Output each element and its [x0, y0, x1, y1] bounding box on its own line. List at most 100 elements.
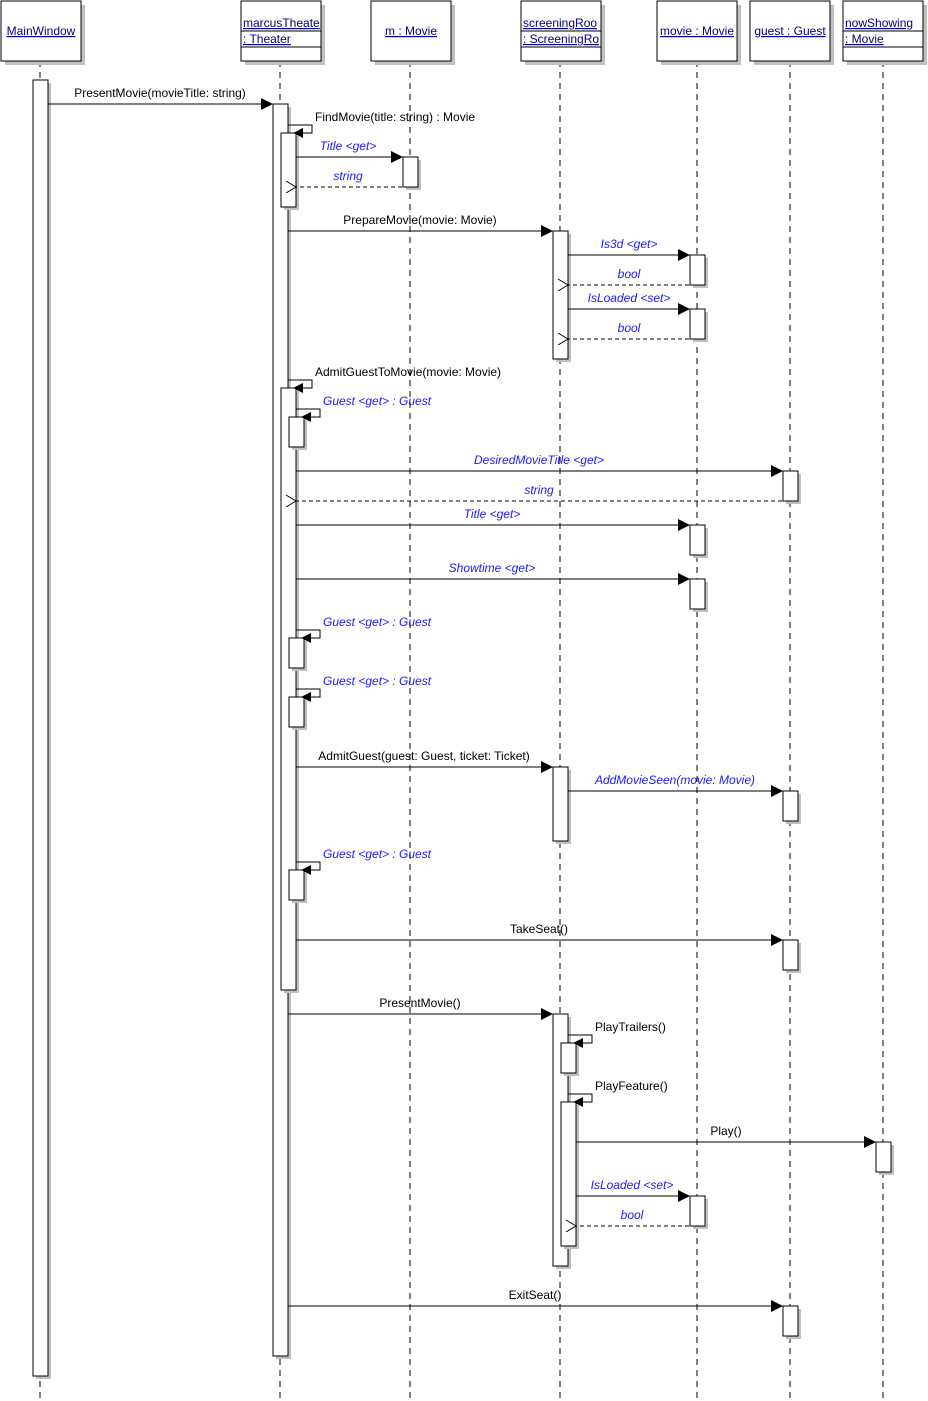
object-mainWindow[interactable]: MainWindow — [0, 0, 85, 65]
message-self[interactable]: PlayFeature() — [568, 1079, 668, 1107]
arrowhead-icon — [301, 692, 311, 702]
message-label: AdmitGuest(guest: Guest, ticket: Ticket) — [318, 749, 529, 763]
arrowhead-icon — [301, 865, 311, 875]
activation-marcusTheater — [288, 696, 307, 730]
message-label: PrepareMovie(movie: Movie) — [343, 213, 496, 227]
message-label: Play() — [710, 1124, 741, 1138]
object-nowShowing[interactable]: nowShowing : Movie — [842, 0, 927, 65]
object-label: : Theater — [243, 32, 291, 46]
activation-movie — [689, 1195, 708, 1229]
activation-marcusTheater — [288, 416, 307, 450]
activation-bar — [280, 132, 297, 208]
message-return[interactable]: bool — [576, 1208, 689, 1226]
message-label: bool — [621, 1208, 644, 1222]
activation-marcusTheater — [288, 869, 307, 903]
activation-screeningRoom — [560, 1042, 579, 1076]
activation-guest — [782, 1305, 801, 1339]
message-label: Guest <get> : Guest — [323, 674, 432, 688]
object-label: : Movie — [845, 32, 884, 46]
object-m[interactable]: m : Movie — [370, 0, 455, 65]
message-self[interactable]: Guest <get> : Guest — [296, 615, 432, 643]
message-return[interactable]: bool — [568, 267, 689, 285]
activation-guest — [782, 790, 801, 824]
activation-bar — [402, 156, 419, 188]
message-call[interactable]: PrepareMovie(movie: Movie) — [288, 213, 553, 237]
message-call[interactable]: Is3d <get> — [568, 237, 690, 261]
object-box — [749, 0, 831, 62]
message-call[interactable]: Play() — [576, 1124, 876, 1148]
message-call[interactable]: PresentMovie(movieTitle: string) — [48, 86, 273, 110]
message-label: string — [333, 169, 363, 183]
object-box — [656, 0, 738, 62]
message-call[interactable]: DesiredMovieTitle <get> — [296, 453, 783, 477]
arrowhead-icon — [573, 1038, 583, 1048]
activation-marcusTheater — [280, 132, 299, 210]
message-label: bool — [618, 321, 641, 335]
activation-bar — [782, 1305, 799, 1337]
message-label: PlayFeature() — [595, 1079, 668, 1093]
activation-m — [402, 156, 421, 190]
message-call[interactable]: AdmitGuest(guest: Guest, ticket: Ticket) — [296, 749, 553, 773]
message-label: string — [524, 483, 554, 497]
activation-bar — [552, 766, 569, 842]
message-self[interactable]: PlayTrailers() — [568, 1020, 666, 1048]
activation-guest — [782, 939, 801, 973]
message-call[interactable]: Title <get> — [296, 507, 690, 531]
message-label: IsLoaded <set> — [591, 1178, 674, 1192]
activation-bar — [689, 578, 706, 610]
activation-movie — [689, 524, 708, 558]
message-self[interactable]: AdmitGuestToMovie(movie: Movie) — [288, 365, 501, 393]
object-label: : ScreeningRo — [523, 32, 599, 46]
object-box — [0, 0, 82, 62]
activation-bar — [782, 470, 799, 502]
lifelines-layer — [39, 61, 884, 1398]
message-call[interactable]: TakeSeat() — [296, 922, 783, 946]
activation-bar — [288, 416, 305, 448]
message-label: PlayTrailers() — [595, 1020, 666, 1034]
activation-bar — [689, 254, 706, 286]
activation-bar — [288, 869, 305, 901]
message-return[interactable]: string — [296, 169, 402, 187]
message-call[interactable]: PresentMovie() — [288, 996, 553, 1020]
message-label: DesiredMovieTitle <get> — [474, 453, 604, 467]
activation-bar — [32, 79, 49, 1377]
message-label: Guest <get> : Guest — [323, 615, 432, 629]
self-call-arrow — [288, 124, 313, 134]
activation-bar — [552, 230, 569, 360]
message-call[interactable]: Title <get> — [296, 139, 403, 163]
self-call-arrow — [296, 861, 321, 871]
object-label: nowShowing — [845, 16, 913, 30]
activation-screeningRoom — [552, 230, 571, 362]
message-self[interactable]: Guest <get> : Guest — [296, 394, 432, 422]
object-screeningRoom[interactable]: screeningRoo: ScreeningRo — [520, 0, 605, 65]
object-label: m : Movie — [385, 24, 437, 38]
objects-layer: MainWindow marcusTheate: Theater m : Movie… — [0, 0, 927, 65]
activation-movie — [689, 578, 708, 612]
object-movie[interactable]: movie : Movie — [656, 0, 741, 65]
message-call[interactable]: Showtime <get> — [296, 561, 690, 585]
object-box — [370, 0, 452, 62]
object-label: MainWindow — [7, 24, 76, 38]
object-label: guest : Guest — [754, 24, 826, 38]
self-call-arrow — [296, 408, 321, 418]
message-label: Title <get> — [320, 139, 377, 153]
activations-layer — [32, 79, 894, 1379]
message-return[interactable]: string — [296, 483, 782, 501]
activation-bar — [782, 790, 799, 822]
activation-mainWindow — [32, 79, 51, 1379]
message-call[interactable]: IsLoaded <set> — [568, 291, 690, 315]
message-label: Is3d <get> — [601, 237, 658, 251]
message-self[interactable]: Guest <get> : Guest — [296, 847, 432, 875]
message-self[interactable]: Guest <get> : Guest — [296, 674, 432, 702]
message-self[interactable]: FindMovie(title: string) : Movie — [288, 110, 475, 138]
message-call[interactable]: IsLoaded <set> — [576, 1178, 690, 1202]
activation-movie — [689, 254, 708, 288]
message-label: Guest <get> : Guest — [323, 847, 432, 861]
object-guest[interactable]: guest : Guest — [749, 0, 834, 65]
message-call[interactable]: AddMovieSeen(movie: Movie) — [568, 773, 783, 797]
object-marcusTheater[interactable]: marcusTheate: Theater — [240, 0, 325, 65]
message-return[interactable]: bool — [568, 321, 689, 339]
message-call[interactable]: ExitSeat() — [288, 1288, 783, 1312]
message-label: ExitSeat() — [509, 1288, 562, 1302]
message-label: PresentMovie() — [379, 996, 460, 1010]
